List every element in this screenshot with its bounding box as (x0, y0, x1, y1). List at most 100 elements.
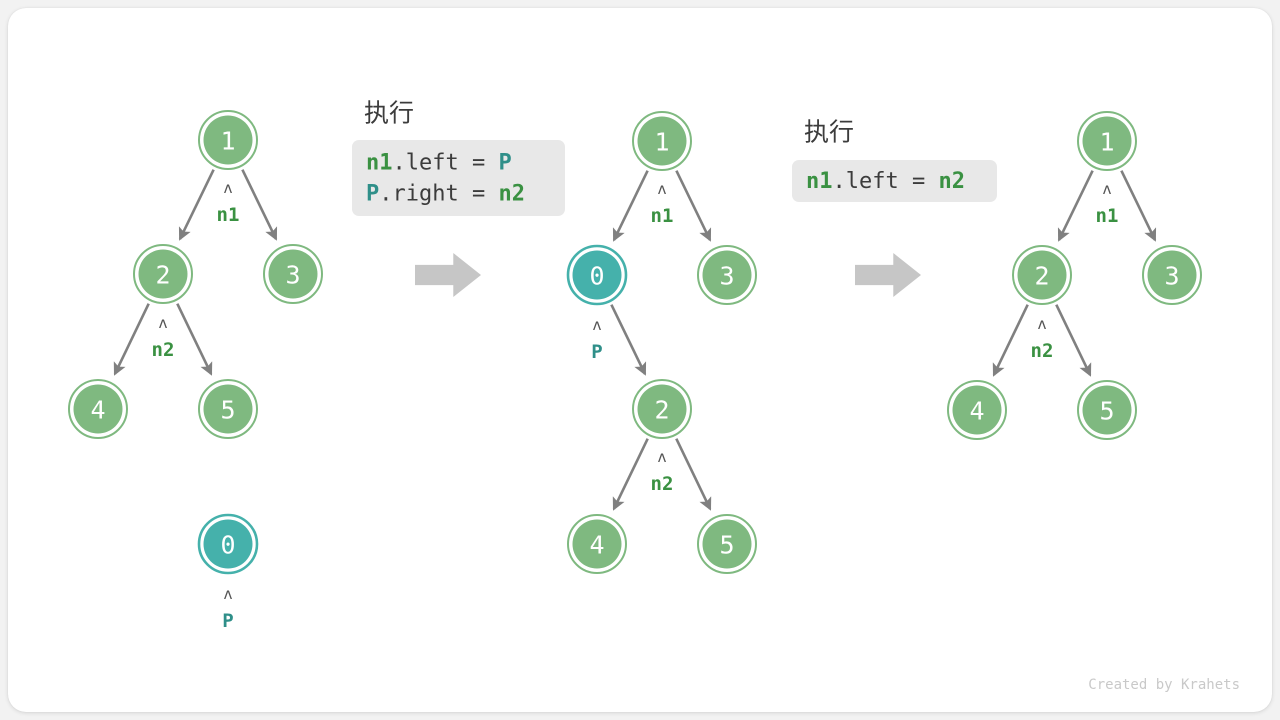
tree-node-3[interactable]: 3 (263, 244, 323, 304)
tree-edge (675, 438, 712, 511)
node-outer-ring (198, 379, 258, 439)
code-line: n1.left = P (366, 150, 512, 175)
node-outer-ring (632, 379, 692, 439)
tree-node-4[interactable]: 4 (567, 514, 627, 574)
tree-edge (241, 169, 278, 241)
transition-arrow-2 (855, 253, 921, 297)
node-value: 3 (1164, 262, 1179, 291)
code-token: n2 (498, 181, 525, 206)
node-value: 5 (220, 396, 235, 425)
pointer-caret-icon: ʌ (223, 179, 232, 197)
node-value: 5 (1099, 397, 1114, 426)
node-outer-ring (68, 379, 128, 439)
tree-edge (675, 170, 712, 242)
code-token: P (498, 150, 511, 175)
node-outer-ring (263, 244, 323, 304)
code-token: .right = (379, 181, 498, 206)
block-arrows-layer (415, 253, 921, 297)
node-value: 1 (654, 128, 669, 157)
pointer-caret-icon: ʌ (1102, 180, 1111, 198)
node-value: 1 (220, 127, 235, 156)
node-outer-ring (1142, 245, 1202, 305)
tree-node-1[interactable]: 1 (632, 111, 692, 171)
tree-node-5[interactable]: 5 (1077, 380, 1137, 440)
tree-node-2[interactable]: 2 (1012, 245, 1072, 305)
node-fill (1147, 250, 1197, 300)
node-value: 4 (90, 396, 105, 425)
node-outer-ring (697, 514, 757, 574)
pointer-label-P: P (222, 610, 233, 632)
code-block-background (792, 160, 997, 202)
node-value: 0 (589, 262, 604, 291)
pointer-label-n1: n1 (1096, 205, 1119, 227)
tree-node-4[interactable]: 4 (68, 379, 128, 439)
credit-text: Created by Krahets (1088, 677, 1240, 693)
node-outer-ring (1077, 380, 1137, 440)
nodes-layer: 1 2 3 4 5 0 1 0 3 2 4 5 1 2 3 4 5 (68, 110, 1202, 575)
tree-edge (1057, 170, 1094, 242)
node-outer-ring (1012, 245, 1072, 305)
node-value: 3 (719, 262, 734, 291)
exec-heading: 执行 (364, 99, 414, 128)
node-value: 1 (1099, 128, 1114, 157)
pointer-caret-icon: ʌ (223, 585, 232, 603)
node-fill (702, 519, 752, 569)
node-value: 3 (285, 261, 300, 290)
pointer-caret-icon: ʌ (158, 314, 167, 332)
tree-edge (113, 303, 150, 376)
node-outer-ring (697, 245, 757, 305)
tree-node-5[interactable]: 5 (198, 379, 258, 439)
tree-node-1[interactable]: 1 (198, 110, 258, 170)
node-outer-ring (566, 244, 628, 306)
code-token: .left = (833, 169, 939, 194)
node-value: 0 (220, 531, 235, 560)
tree-node-3[interactable]: 3 (1142, 245, 1202, 305)
tree-node-1[interactable]: 1 (1077, 111, 1137, 171)
transition-arrow-1 (415, 253, 481, 297)
node-fill (637, 384, 687, 434)
pointer-caret-icon: ʌ (1037, 315, 1046, 333)
node-outer-ring (947, 380, 1007, 440)
node-outer-ring (567, 514, 627, 574)
tree-edge (178, 169, 215, 241)
node-value: 4 (969, 397, 984, 426)
code-token: n1 (366, 150, 393, 175)
node-value: 2 (155, 261, 170, 290)
node-value: 2 (1034, 262, 1049, 291)
pointer-label-P: P (591, 341, 602, 363)
code-token: n2 (938, 169, 965, 194)
pointer-caret-icon: ʌ (657, 448, 666, 466)
pointer-caret-icon: ʌ (657, 180, 666, 198)
tree-edge (1055, 304, 1092, 377)
pointer-caret-icon: ʌ (592, 316, 601, 334)
tree-node-2[interactable]: 2 (632, 379, 692, 439)
code-block-background (352, 140, 565, 216)
node-outer-ring (197, 513, 259, 575)
exec-heading: 执行 (804, 118, 854, 147)
node-fill (73, 384, 123, 434)
node-fill (952, 385, 1002, 435)
pointer-label-n1: n1 (651, 205, 674, 227)
node-value: 5 (719, 531, 734, 560)
tree-node-2[interactable]: 2 (133, 244, 193, 304)
tree-node-0[interactable]: 0 (197, 513, 259, 575)
tree-node-0[interactable]: 0 (566, 244, 628, 306)
node-outer-ring (632, 111, 692, 171)
code-line: P.right = n2 (366, 181, 525, 206)
node-fill (203, 384, 253, 434)
tree-node-4[interactable]: 4 (947, 380, 1007, 440)
node-fill (637, 116, 687, 166)
tree-node-5[interactable]: 5 (697, 514, 757, 574)
node-fill (572, 250, 622, 300)
node-fill (1017, 250, 1067, 300)
tree-edge (612, 170, 649, 242)
node-fill (268, 249, 318, 299)
pointer-label-n2: n2 (152, 339, 175, 361)
tree-node-3[interactable]: 3 (697, 245, 757, 305)
node-value: 4 (589, 531, 604, 560)
node-outer-ring (198, 110, 258, 170)
